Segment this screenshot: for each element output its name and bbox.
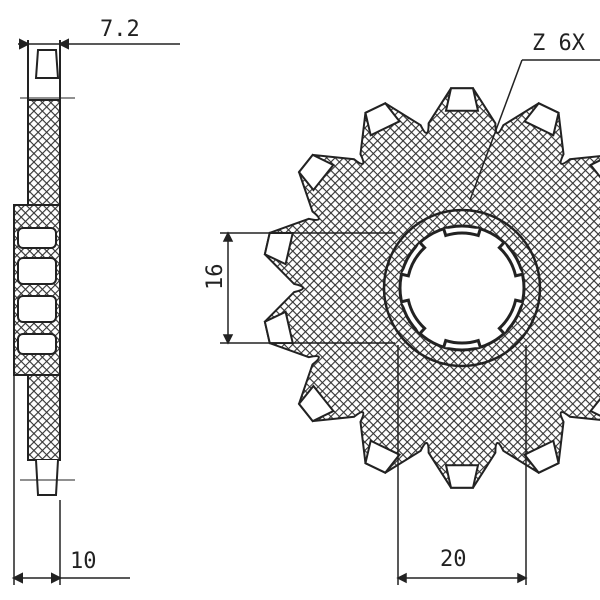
hub-circle <box>382 208 542 368</box>
front-view <box>263 87 600 489</box>
tooth-tip <box>364 102 402 137</box>
spline-tooth <box>401 298 427 335</box>
tooth-tip <box>589 397 600 417</box>
side-view <box>11 38 180 585</box>
spline-tooth <box>401 241 427 278</box>
dim-bore-diameter: 20 <box>440 547 467 572</box>
tooth-tip <box>444 87 480 112</box>
tooth-tips <box>263 87 600 489</box>
dim-spline-width: 16 <box>203 264 228 291</box>
dim-plate-width: 10 <box>70 549 97 574</box>
tooth-tip <box>297 384 335 423</box>
spline-tooth <box>497 241 523 278</box>
spline-tooth <box>442 338 482 348</box>
front-dimension-lines <box>220 59 600 585</box>
dim-hub-width: 7.2 <box>100 17 140 42</box>
tooth-tip <box>444 464 480 489</box>
tooth-tip <box>522 102 560 137</box>
tooth-tip <box>589 159 600 179</box>
tooth-tip <box>522 439 560 474</box>
dim-teeth-spec: Z 6X <box>532 31 586 56</box>
spline-tooth <box>442 228 482 238</box>
tooth-tip <box>364 439 402 474</box>
tooth-tip <box>297 153 335 192</box>
spline-tooth <box>497 298 523 335</box>
splines <box>401 228 523 348</box>
bore <box>398 224 526 352</box>
